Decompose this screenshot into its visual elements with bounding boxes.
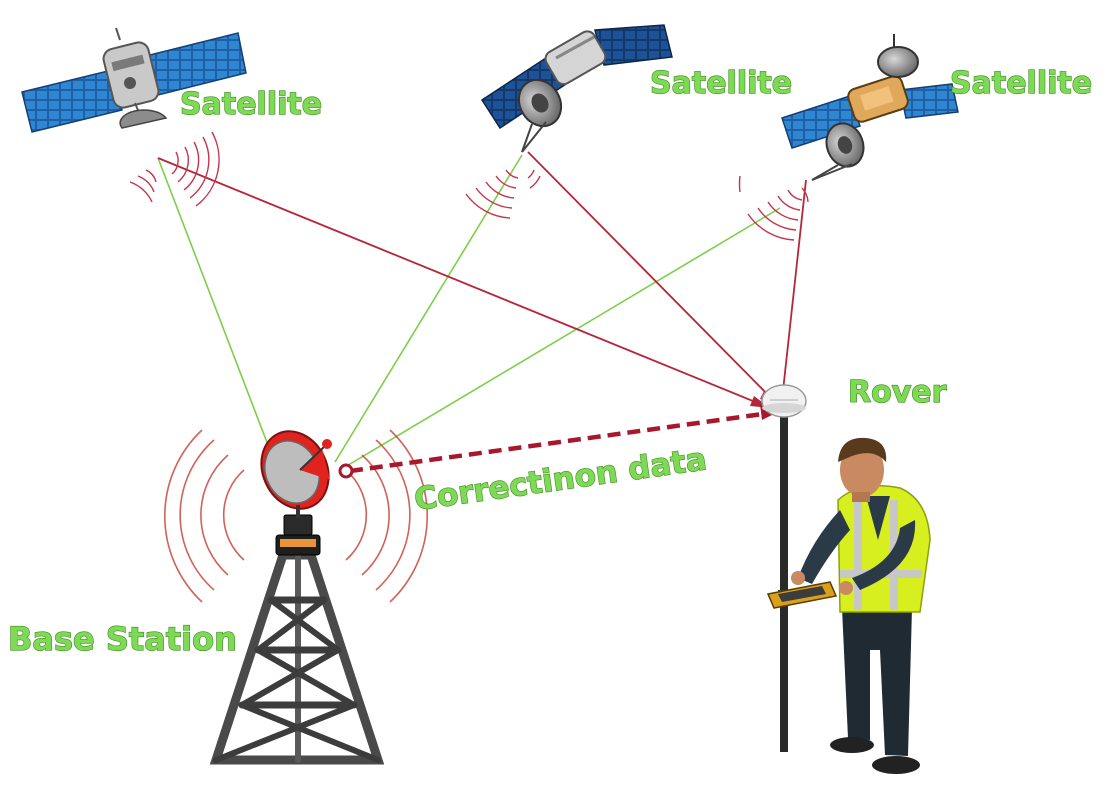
- green-link-sat1-base: [157, 157, 269, 446]
- green-link-sat3-base: [339, 207, 781, 471]
- satellite-1-icon: [21, 27, 247, 133]
- satellite-2-label: Satellite: [650, 66, 792, 101]
- green-link-sat2-base: [334, 154, 523, 463]
- signal-wave-1-icon: [129, 131, 220, 207]
- satellite-3-label: Satellite: [950, 66, 1092, 101]
- correction-data-label: Correctinon data: [412, 441, 709, 518]
- satellite-1-label: Satellite: [180, 87, 322, 122]
- gnss-receiver-icon: [761, 384, 807, 752]
- signal-lines: [157, 151, 807, 471]
- dish-antenna-icon: [260, 430, 332, 518]
- base-station-label: Base Station: [8, 620, 237, 658]
- red-link-sat2-rover: [527, 151, 779, 406]
- red-link-sat1-rover: [157, 157, 771, 409]
- satellite-2-icon: [480, 24, 673, 153]
- signal-wave-2-icon: [465, 169, 541, 219]
- red-link-sat3-rover: [781, 179, 807, 401]
- satellite-3-icon: [781, 34, 959, 181]
- surveyor-figure-icon: [766, 437, 931, 774]
- rover-label: Rover: [848, 375, 947, 410]
- radio-tower-icon: [209, 514, 385, 765]
- signal-wave-3-icon: [738, 175, 809, 241]
